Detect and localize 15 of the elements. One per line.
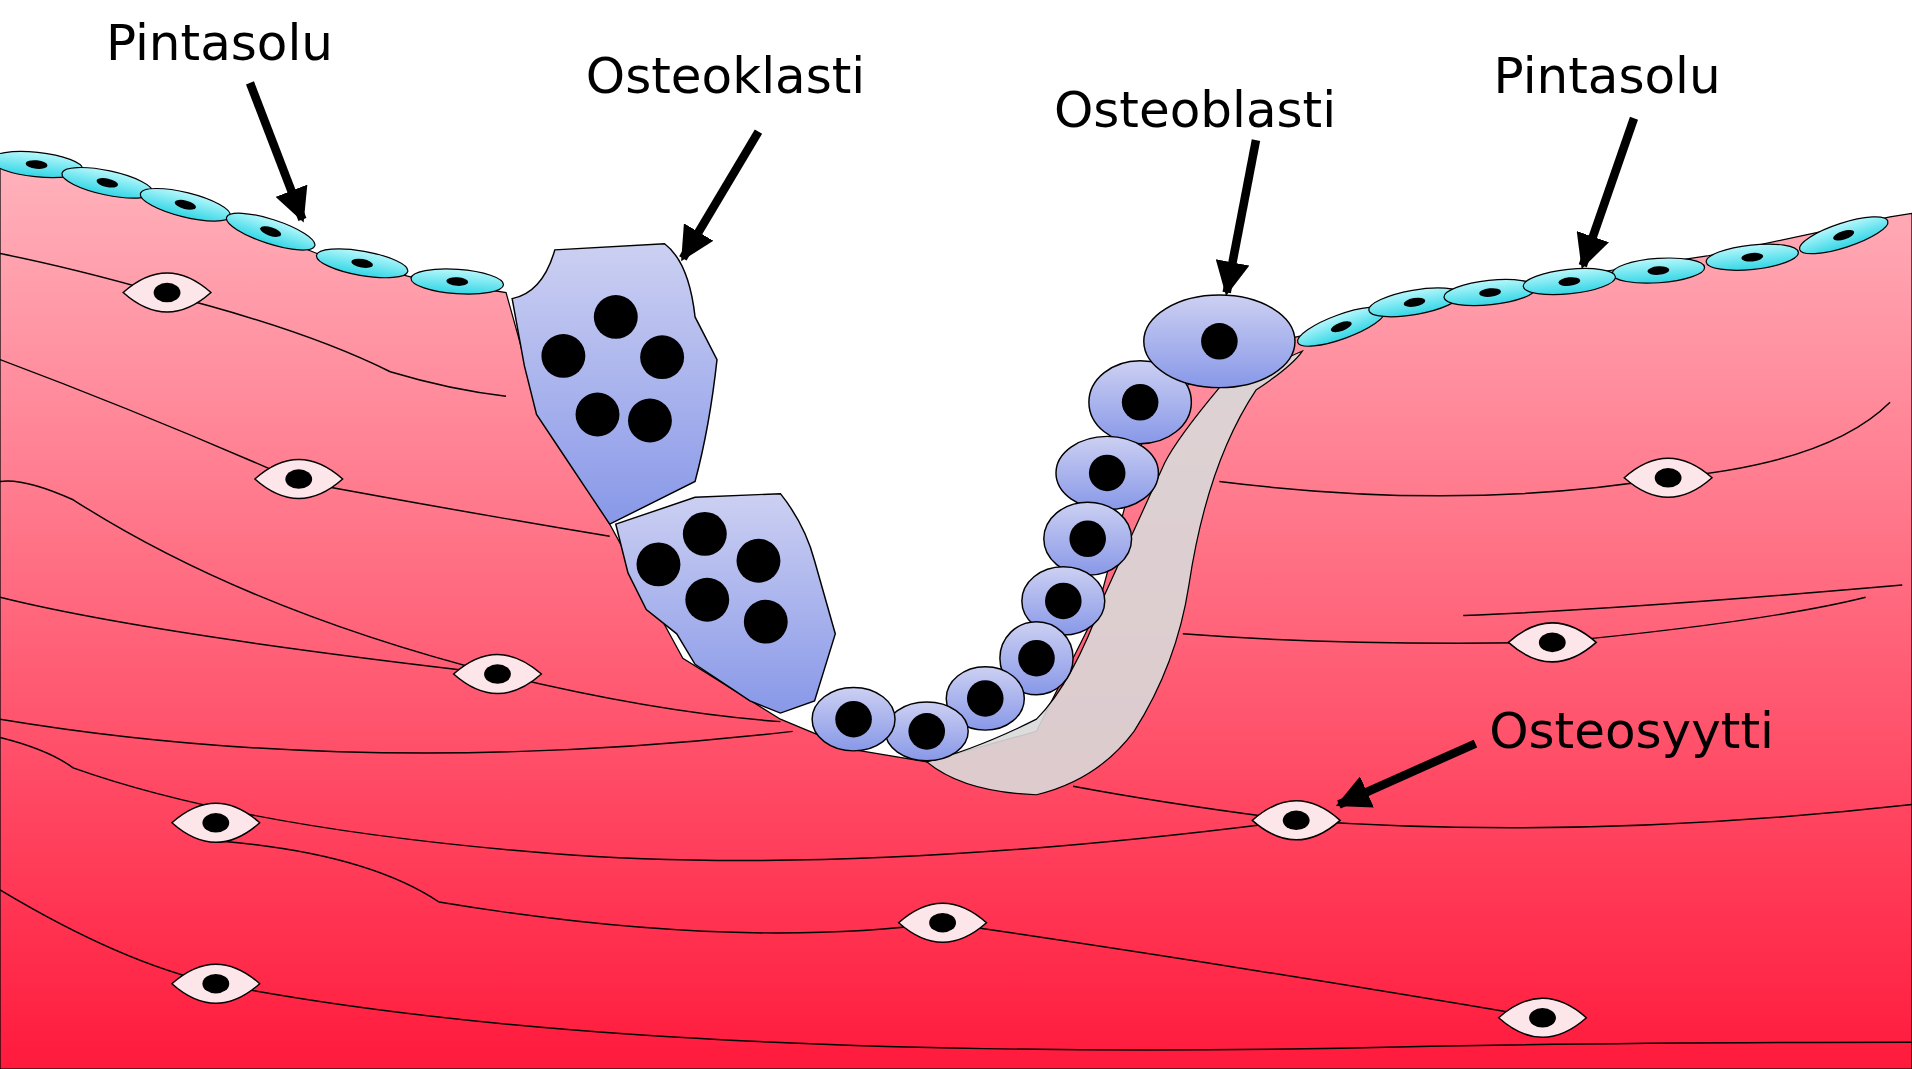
cell-label: Pintasolu [105,15,334,71]
osteoblast-drawing [1143,294,1296,389]
lining-cell-drawing [225,212,316,251]
osteoclast-drawing [511,243,718,525]
leader-arrow [679,129,763,262]
osteocyte-drawing [1251,800,1341,841]
cell-label: Osteoklasti [585,48,866,104]
leader-arrow [246,81,308,223]
leader-arrow [1215,139,1261,296]
leader-arrow [1576,116,1638,269]
cell-label: Osteosyytti [1489,703,1774,759]
cell-label: Pintasolu [1493,48,1721,104]
lining-cell-drawing [1522,267,1617,296]
cell-label: Osteoblasti [1053,82,1337,138]
leader-arrow [1335,739,1478,809]
